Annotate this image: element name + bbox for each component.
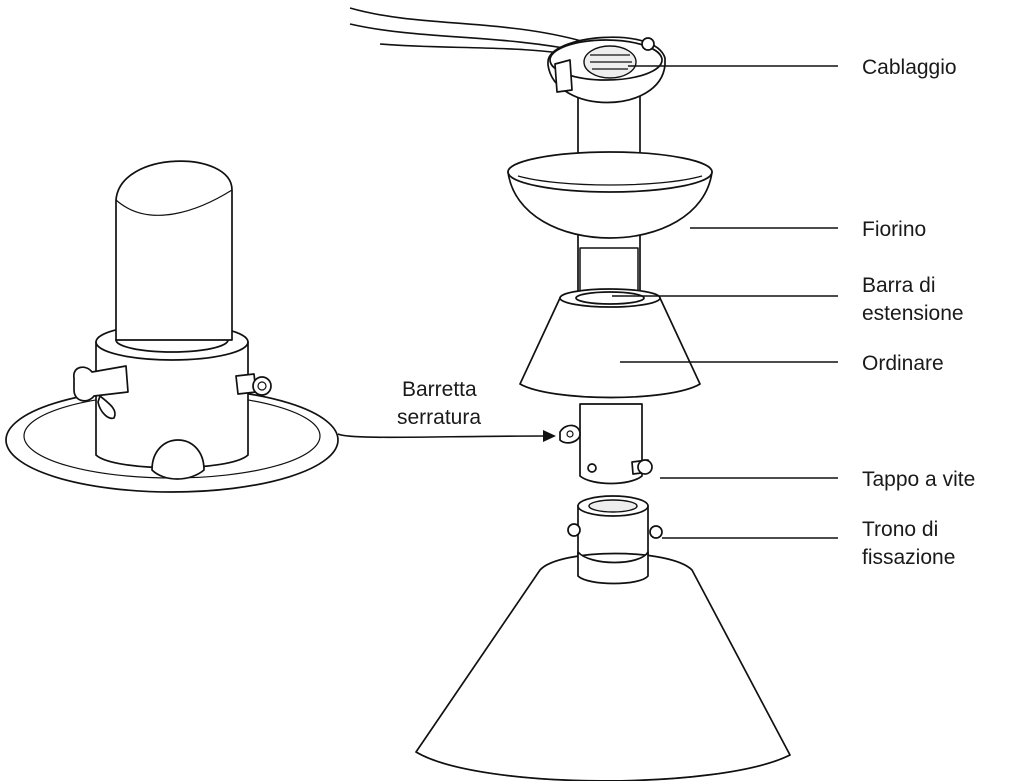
wiring-cap xyxy=(547,36,666,104)
trim-cone xyxy=(519,288,701,399)
extension-rod-lower xyxy=(579,403,653,485)
arrow-head-icon xyxy=(543,430,556,442)
label-trono-line1: Trono di xyxy=(862,518,938,541)
labels: Cablaggio Fiorino Barra di estensione Or… xyxy=(397,56,975,569)
label-barretta-line1: Barretta xyxy=(402,378,477,401)
label-cablaggio: Cablaggio xyxy=(862,56,957,79)
label-trono-line2: fissazione xyxy=(862,546,955,569)
label-tappo: Tappo a vite xyxy=(862,468,975,491)
leader-lines xyxy=(337,65,838,539)
lamp-shade xyxy=(415,551,791,781)
lock-pin xyxy=(559,424,581,444)
label-barra-line2: estensione xyxy=(862,302,964,325)
label-barra-line1: Barra di xyxy=(862,274,936,297)
label-barretta-line2: serratura xyxy=(397,406,481,429)
canopy xyxy=(507,151,713,239)
detail-view xyxy=(5,160,339,493)
label-ordinare: Ordinare xyxy=(862,352,944,375)
label-fiorino: Fiorino xyxy=(862,218,926,241)
